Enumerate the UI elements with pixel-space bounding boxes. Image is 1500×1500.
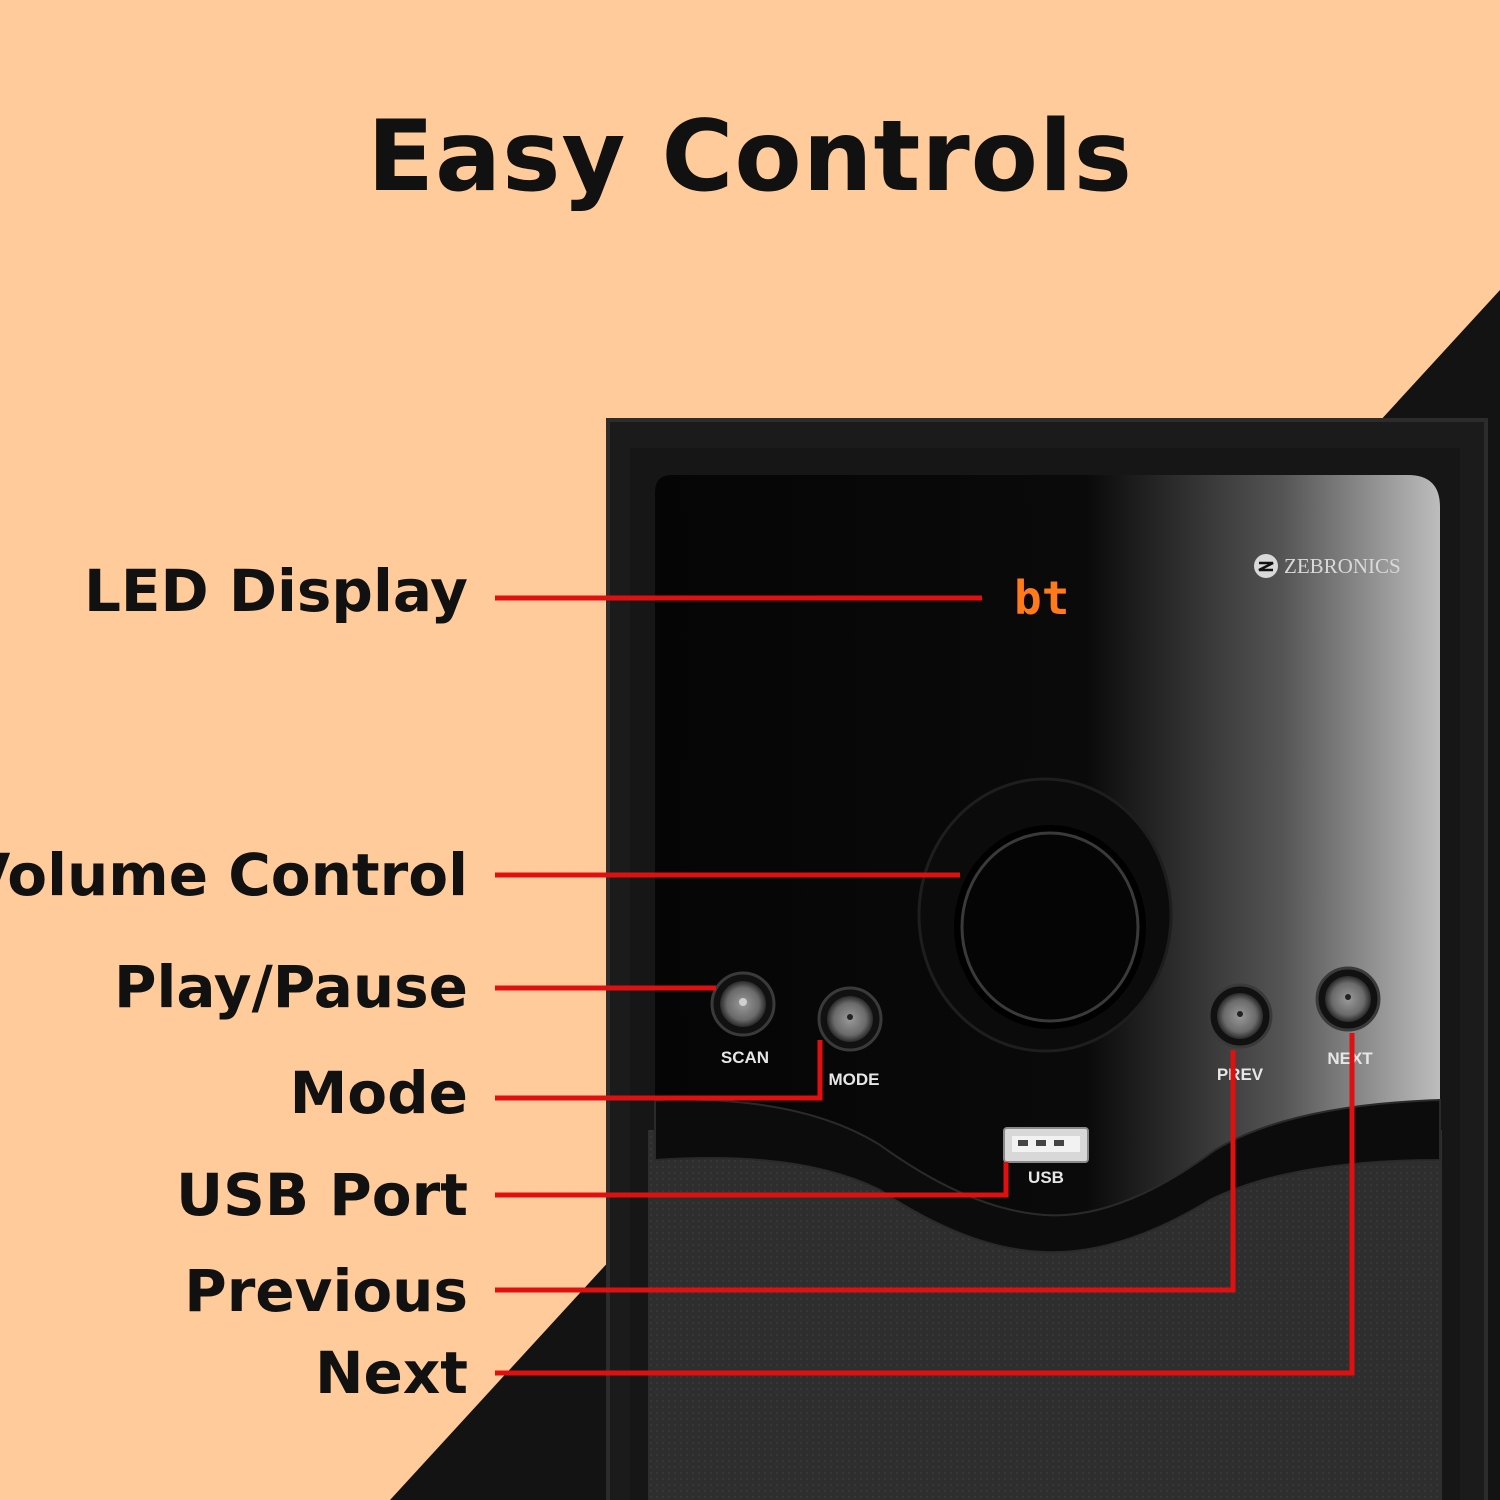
mode-button[interactable]	[817, 986, 883, 1052]
usb-label: USB	[1028, 1168, 1064, 1187]
scan-label: SCAN	[721, 1048, 769, 1067]
brand-name: ZEBRONICS	[1284, 554, 1401, 578]
mode-label: MODE	[829, 1070, 880, 1089]
brand-logo: ZEBRONICS	[1254, 554, 1401, 578]
next-button[interactable]	[1315, 966, 1381, 1032]
led-readout: bt	[1014, 571, 1069, 625]
usb-port[interactable]	[1003, 1127, 1089, 1163]
prev-label: PREV	[1217, 1065, 1264, 1084]
callout-mode: Mode	[289, 1059, 468, 1127]
scan-play-pause-button[interactable]	[710, 971, 776, 1037]
next-label: NEXT	[1327, 1049, 1373, 1068]
callout-volume-control: Volume Control	[0, 841, 468, 909]
callout-next: Next	[314, 1339, 468, 1407]
callout-play-pause: Play/Pause	[114, 953, 468, 1021]
page-title: Easy Controls	[367, 100, 1133, 214]
volume-knob[interactable]	[917, 777, 1173, 1053]
callout-previous: Previous	[184, 1257, 468, 1325]
callout-usb-port: USB Port	[176, 1161, 468, 1229]
callout-led-display: LED Display	[83, 557, 468, 625]
prev-button[interactable]	[1207, 983, 1273, 1049]
